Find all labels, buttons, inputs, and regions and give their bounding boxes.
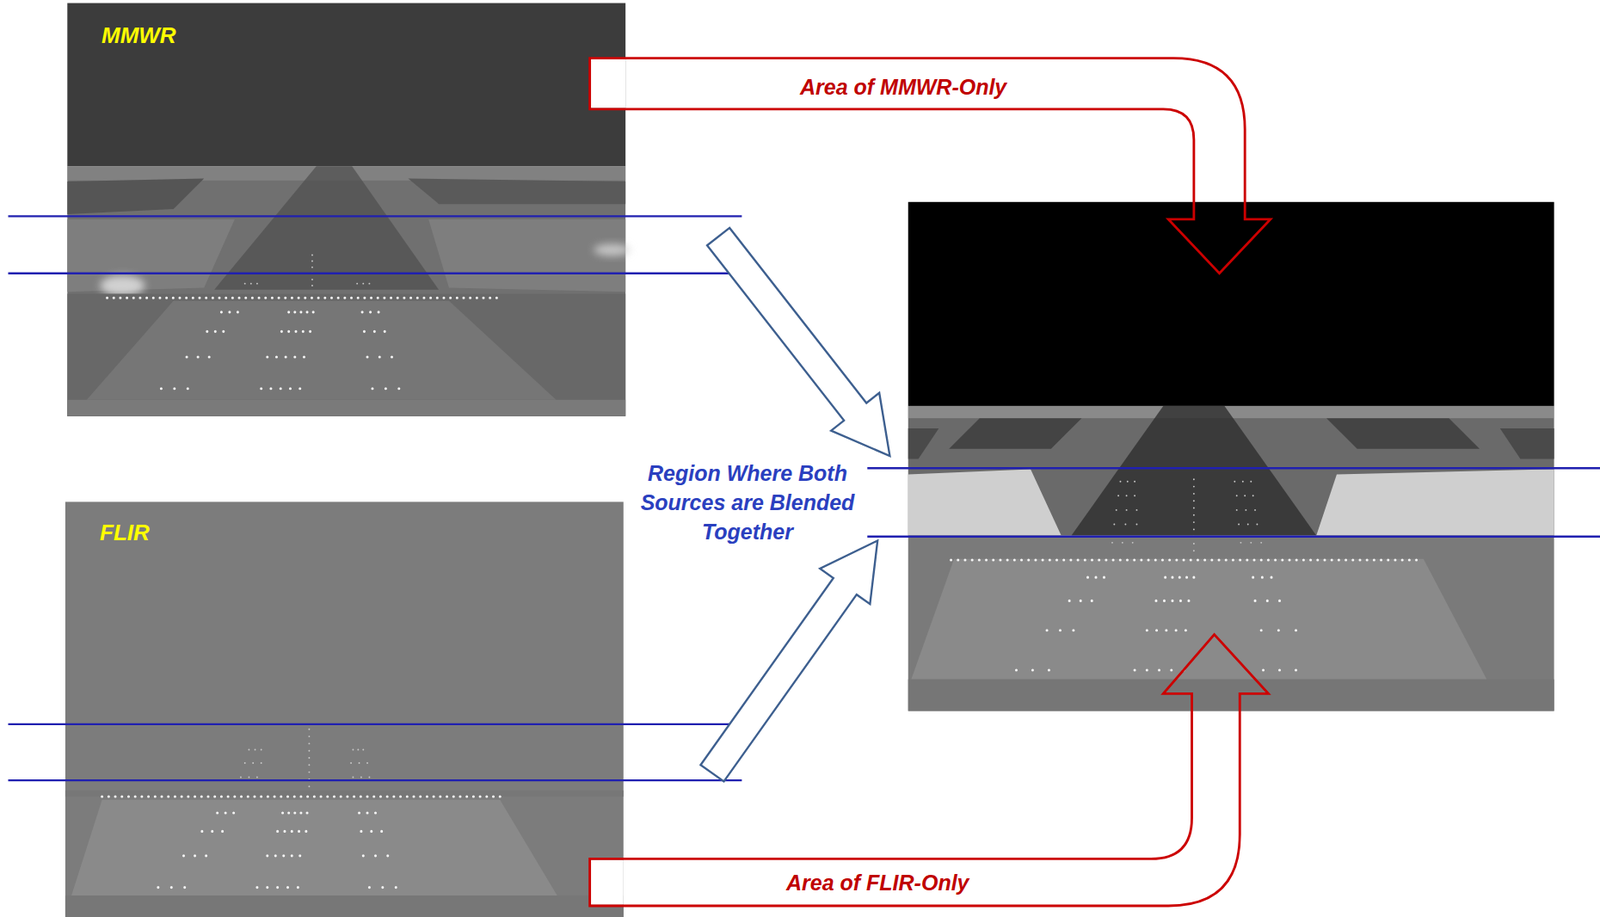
sensor-image-panel: MMWR <box>67 3 626 417</box>
region-label: Area of MMWR-Only <box>800 73 1007 100</box>
panel-title: MMWR <box>101 22 177 49</box>
flir-image <box>65 501 624 917</box>
sensor-image-panel: FLIR <box>65 502 624 917</box>
blend-boundary-lines <box>7 215 1600 781</box>
mmwr-image <box>67 3 631 417</box>
region-label: Area of FLIR-Only <box>786 869 970 896</box>
panel-title: FLIR <box>99 519 150 546</box>
blend-note: Region Where Both Sources are Blended To… <box>618 458 877 547</box>
region-arrows <box>590 58 1271 906</box>
fused-image <box>908 202 1555 712</box>
